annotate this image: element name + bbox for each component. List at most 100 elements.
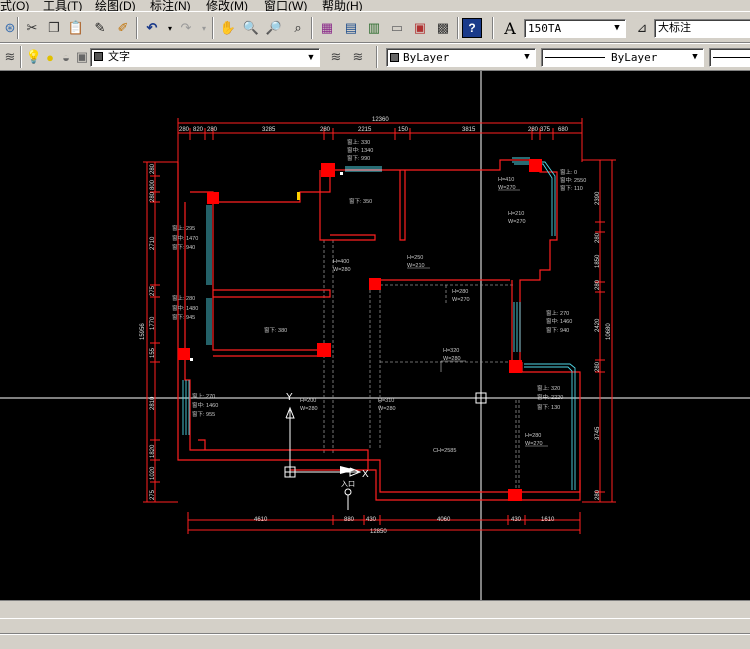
dim-left-seg: 1820: [150, 444, 156, 458]
menu-modify[interactable]: 修改(M): [206, 0, 248, 11]
zoom-window-icon[interactable]: 🔎: [265, 20, 283, 35]
dim-left-seg: 1020: [150, 466, 156, 480]
text-style-icon: A: [504, 18, 516, 38]
color-value: ByLayer: [403, 51, 450, 64]
layer-thaw-icon[interactable]: ●: [46, 49, 54, 65]
command-line[interactable]: [0, 618, 750, 649]
layer-previous-icon[interactable]: ≋: [352, 49, 364, 64]
layer-select[interactable]: 文字 ▼: [90, 48, 320, 67]
paste-icon[interactable]: 📋: [67, 20, 85, 35]
dim-left-seg: 155: [150, 347, 156, 358]
markup-icon[interactable]: ▣: [413, 20, 427, 35]
dim-left-total: 15956: [140, 323, 146, 340]
dim-style-select[interactable]: 大标注: [654, 19, 750, 38]
window-label: 窗中: 1470: [172, 234, 198, 242]
tool-palettes-icon[interactable]: ▥: [367, 20, 381, 35]
dim-bottom-seg: 430: [366, 517, 377, 523]
opening-w: W=280: [300, 406, 318, 412]
opening-w: W=280: [378, 406, 396, 412]
globe-icon[interactable]: ⊛: [4, 20, 16, 35]
menu-draw[interactable]: 绘图(D): [95, 0, 136, 11]
window-label: 窗下: 945: [172, 313, 195, 321]
zoom-realtime-icon[interactable]: 🔍: [242, 20, 260, 35]
dimension-texts: 12360 280 820 280 3285 280 2215 150 3815…: [140, 117, 612, 535]
ucs-x-label: X: [362, 469, 369, 480]
drawing-canvas[interactable]: 12360 280 820 280 3285 280 2215 150 3815…: [0, 71, 750, 600]
opening-h: H=280: [525, 433, 541, 439]
pan-icon[interactable]: ✋: [219, 20, 237, 35]
make-layer-current-icon[interactable]: ≋: [330, 49, 342, 64]
window-label: 窗中: 1340: [347, 146, 373, 154]
layer-lock-icon[interactable]: ▣: [75, 49, 89, 64]
dim-left-seg: 275: [150, 285, 156, 296]
window-label: 窗下: 955: [192, 410, 215, 418]
layer-on-icon[interactable]: 💡: [25, 49, 43, 64]
color-select[interactable]: ByLayer ▼: [386, 48, 536, 67]
layout-tabs-bar: [0, 600, 750, 618]
layer-viewport-icon[interactable]: ◒: [62, 49, 70, 65]
dim-top-seg: 680: [558, 127, 569, 133]
window-label: 窗上: 330: [347, 138, 370, 146]
menu-tools[interactable]: 工具(T): [43, 0, 83, 11]
properties-icon[interactable]: ▦: [320, 20, 334, 35]
menu-bar: 式(O) 工具(T) 绘图(D) 标注(N) 修改(M) 窗口(W) 帮助(H): [0, 0, 750, 11]
text-style-select[interactable]: 150TA▼: [524, 19, 626, 38]
windows: [182, 157, 576, 490]
layer-color-swatch: [94, 52, 103, 61]
dim-left-seg: 2710: [150, 236, 156, 250]
dim-top-seg: 3285: [262, 127, 276, 133]
dim-right-seg: 280: [595, 489, 601, 500]
help-icon[interactable]: ?: [462, 18, 482, 38]
window-label: 窗上: 320: [537, 384, 560, 392]
opening-w: W=280: [443, 356, 461, 362]
menu-dimension[interactable]: 标注(N): [150, 0, 191, 11]
toolbar-separator: [376, 46, 378, 68]
linetype-sample: [545, 57, 605, 58]
dim-left-seg: 2810: [150, 396, 156, 410]
menu-help[interactable]: 帮助(H): [322, 0, 363, 11]
design-center-icon[interactable]: ▤: [344, 20, 358, 35]
column: [369, 278, 381, 290]
dim-top-seg: 280: [207, 127, 218, 133]
copy-icon[interactable]: ❐: [48, 20, 60, 35]
menu-window[interactable]: 窗口(W): [264, 0, 308, 11]
undo-icon[interactable]: ↶: [146, 20, 158, 35]
dim-top-seg: 820: [193, 127, 204, 133]
undo-dropdown-icon[interactable]: ▾: [167, 23, 172, 33]
dim-right-seg: 280: [595, 279, 601, 290]
dim-left-seg: 1770: [150, 316, 156, 330]
layer-value: 文字: [108, 51, 130, 63]
ucs-labels: Y X: [286, 392, 369, 480]
color-swatch: [390, 53, 399, 62]
column: [207, 192, 219, 204]
window-label: 窗上: 295: [172, 224, 195, 232]
window-label: 窗上: 270: [546, 309, 569, 317]
window-label: 窗下: 990: [347, 154, 370, 162]
sheet-set-icon[interactable]: ▭: [390, 20, 404, 35]
columns: [178, 159, 542, 501]
cut-icon[interactable]: ✂: [26, 20, 38, 35]
ceiling-height: CH=2585: [433, 448, 456, 454]
redo-icon[interactable]: ↷: [180, 20, 192, 35]
layers-toolbar: ≋ 💡 ● ◒ ▣ 文字▼ ≋ ≋ ByLayer▼ ByLayer▼: [0, 43, 750, 71]
window-label: 窗中: 2550: [560, 176, 586, 184]
calculator-icon[interactable]: ▩: [436, 20, 450, 35]
dim-top-seg: 3815: [462, 127, 476, 133]
menu-format[interactable]: 式(O): [0, 0, 30, 11]
window-label: 窗上: 270: [192, 392, 215, 400]
lineweight-select[interactable]: [709, 48, 750, 67]
zoom-previous-icon[interactable]: ⌕: [294, 20, 302, 35]
opening-h: H=400: [333, 259, 349, 265]
chevron-down-icon: ▼: [306, 52, 316, 62]
column: [178, 348, 190, 360]
match-properties-icon[interactable]: ✐: [117, 20, 129, 35]
redo-dropdown-icon[interactable]: ▾: [201, 23, 206, 33]
opening-h: H=210: [508, 211, 524, 217]
brush-icon[interactable]: ✎: [94, 20, 106, 35]
ucs-icon: [284, 406, 362, 478]
linetype-select[interactable]: ByLayer▼: [541, 48, 704, 67]
chevron-down-icon: ▼: [524, 52, 530, 62]
dim-style-icon: ⊿: [636, 20, 648, 35]
layer-manager-icon[interactable]: ≋: [4, 49, 16, 64]
dim-bottom-seg: 430: [511, 517, 522, 523]
